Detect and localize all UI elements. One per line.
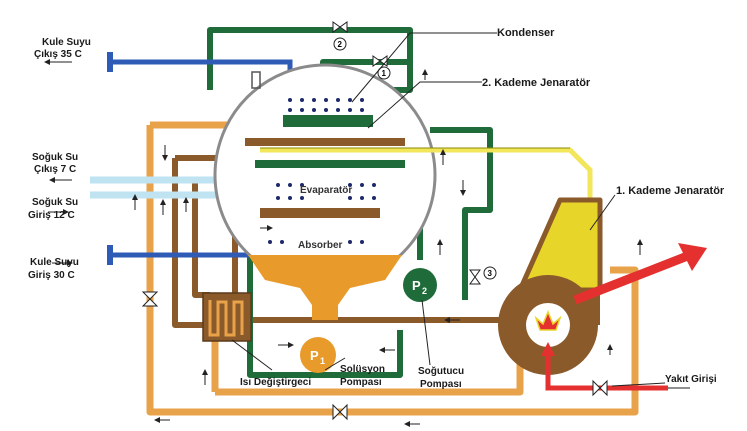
valve-fuel[interactable] xyxy=(592,379,608,397)
green-right-pipe xyxy=(430,127,493,300)
leader-lines xyxy=(231,32,666,387)
generator2-tube xyxy=(245,138,405,146)
svg-text:1: 1 xyxy=(320,356,325,366)
spray-dots xyxy=(268,98,376,244)
solusyon-label-2: Pompası xyxy=(340,377,382,388)
solusyon-label-1: Solüsyon xyxy=(340,364,385,375)
absorber-label: Absorber xyxy=(298,240,343,251)
condenser-internals xyxy=(245,71,405,218)
kule-cikis-label-1: Kule Suyu xyxy=(42,37,91,48)
svg-text:3: 3 xyxy=(488,269,493,278)
solution-pump: P 1 xyxy=(300,337,336,373)
condenser-tube xyxy=(283,115,373,127)
yakit-girisi-label: Yakıt Girişi xyxy=(665,374,717,385)
brown-left-pipe xyxy=(172,158,205,328)
absorber-tube xyxy=(260,208,380,218)
outer-orange-pipe xyxy=(146,125,639,416)
kondenser-label: Kondenser xyxy=(497,27,555,39)
flame-icon xyxy=(534,310,562,331)
sight-glass xyxy=(251,71,261,89)
flow-arrows xyxy=(44,59,643,427)
heat-exchanger xyxy=(202,292,252,342)
first-stage-generator xyxy=(498,197,707,375)
sogutucu-label-2: Pompası xyxy=(420,379,462,390)
valve-3[interactable]: 3 xyxy=(469,266,497,285)
kademe2-label: 2. Kademe Jenaratör xyxy=(482,77,591,89)
refrigerant-pump: P 2 xyxy=(403,268,437,302)
fuel-line xyxy=(545,352,668,391)
evap-upper-tube xyxy=(255,160,405,168)
exhaust-arrow xyxy=(573,250,692,305)
soguk-giris-label-2: Giriş 12 C xyxy=(28,210,75,221)
kule-giris-label-1: Kule Suyu xyxy=(30,257,79,268)
valve-left[interactable] xyxy=(141,291,159,307)
solution-sump xyxy=(248,255,402,305)
sogutucu-label-1: Soğutucu xyxy=(418,366,464,377)
valve-bottom[interactable] xyxy=(332,403,348,421)
kule-cikis-label-2: Çıkış 35 C xyxy=(34,49,82,60)
valve-1[interactable]: 1 xyxy=(372,55,391,80)
labels: Kule Suyu Çıkış 35 C Soğuk Su Çıkış 7 C … xyxy=(28,27,725,390)
kademe1-label: 1. Kademe Jenaratör xyxy=(616,185,725,197)
kule-giris-label-2: Giriş 30 C xyxy=(28,270,75,281)
evaporator-label: Evaparatör xyxy=(300,185,352,196)
svg-text:2: 2 xyxy=(338,40,343,49)
green-top-loop xyxy=(207,27,413,93)
isi-degistirgeci-label: Isı Değiştirgeci xyxy=(240,377,311,388)
sump-outlet xyxy=(312,300,338,320)
svg-text:P: P xyxy=(310,348,319,363)
svg-text:2: 2 xyxy=(422,286,427,296)
soguk-cikis-label-1: Soğuk Su xyxy=(32,152,78,163)
valve-2[interactable]: 2 xyxy=(332,21,348,51)
soguk-cikis-label-2: Çıkış 7 C xyxy=(34,164,76,175)
svg-text:P: P xyxy=(412,278,421,293)
soguk-giris-label-1: Soğuk Su xyxy=(32,197,78,208)
vapour-pipe xyxy=(260,147,593,200)
svg-text:1: 1 xyxy=(382,69,387,78)
